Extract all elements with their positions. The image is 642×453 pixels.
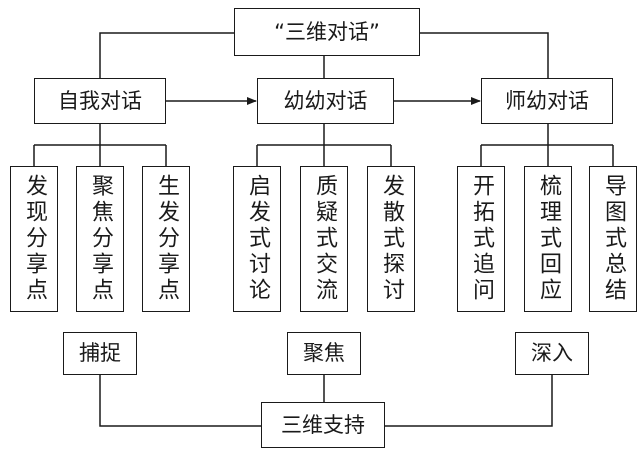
discover-sharing-point-box: 发现分享点 [10,166,58,312]
three-dimension-dialogue-box: “三维对话” [234,8,420,56]
sorting-response-box: 梳理式回应 [524,166,572,312]
connector-top-right [420,32,549,78]
bracket-teacher-dialogue [480,124,614,166]
teacher-child-dialogue-box: 师幼对话 [481,78,613,124]
mind-map-summary-box: 导图式总结 [589,166,637,312]
connector-support-right [385,375,553,427]
capture-box: 捕捉 [63,332,137,375]
focus-sharing-point-box: 聚焦分享点 [76,166,124,312]
deepen-box: 深入 [515,332,589,375]
pioneering-questioning-box: 开拓式追问 [457,166,505,312]
connector-support-left [99,375,261,427]
bracket-self-dialogue [33,124,167,166]
inspiring-discussion-box: 启发式讨论 [233,166,281,312]
self-dialogue-box: 自我对话 [34,78,166,124]
child-child-dialogue-box: 幼幼对话 [257,78,394,124]
questioning-exchange-box: 质疑式交流 [300,166,348,312]
focus-box: 聚焦 [287,332,361,375]
bracket-child-dialogue [256,124,392,166]
connector-top-left [99,32,234,78]
divergent-exploration-box: 发散式探讨 [367,166,415,312]
generate-sharing-point-box: 生发分享点 [142,166,190,312]
three-dimension-support-box: 三维支持 [261,402,385,448]
